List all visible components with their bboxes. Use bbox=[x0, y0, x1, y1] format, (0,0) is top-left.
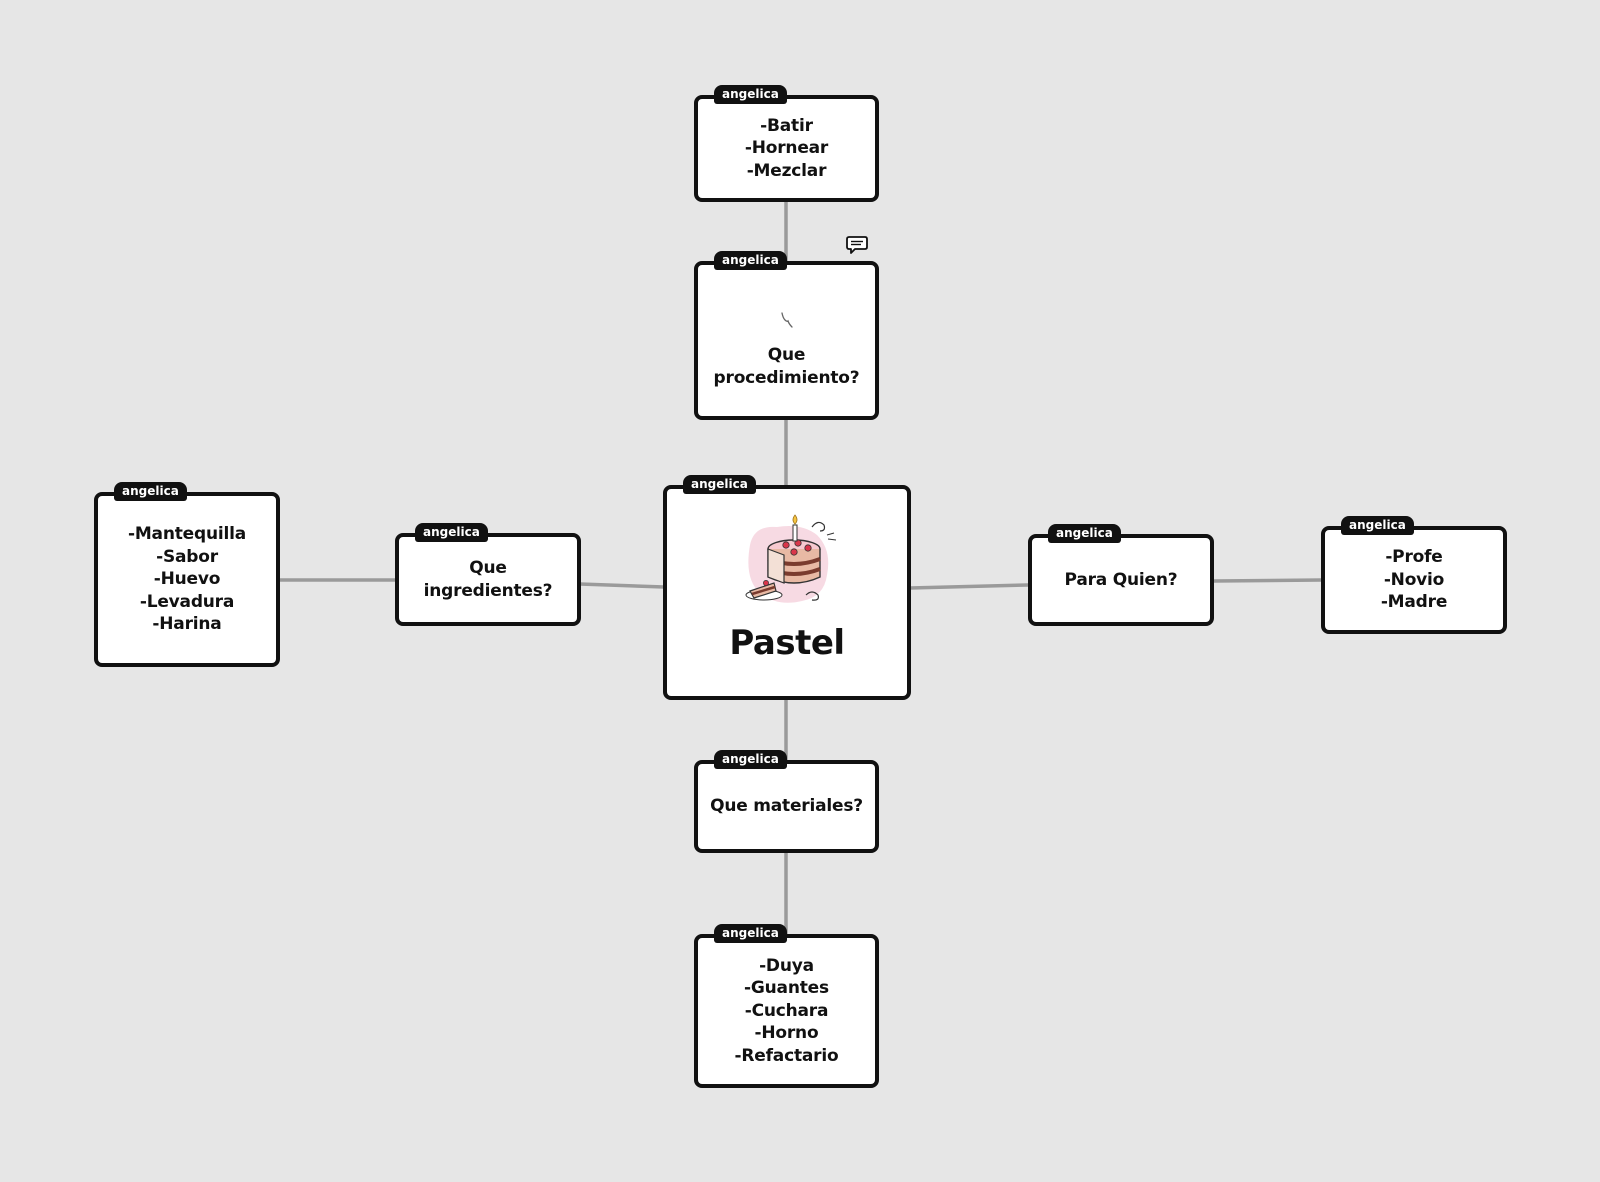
author-tag: angelica bbox=[114, 482, 187, 501]
node-ingredients-items[interactable]: angelica -Mantequilla -Sabor -Huevo -Lev… bbox=[94, 482, 280, 667]
pen-squiggle-icon bbox=[780, 312, 793, 328]
node-text: -Duya -Guantes -Cuchara -Horno -Refactar… bbox=[734, 955, 839, 1066]
connector-center-ingredients bbox=[578, 582, 666, 589]
node-text: Que procedimiento? bbox=[713, 345, 860, 388]
node-text: -Profe -Novio -Madre bbox=[1380, 547, 1448, 613]
node-procedure-items[interactable]: angelica -Batir -Hornear -Mezclar bbox=[694, 85, 879, 202]
author-tag: angelica bbox=[714, 924, 787, 943]
author-tag: angelica bbox=[1048, 524, 1121, 543]
author-tag: angelica bbox=[415, 523, 488, 542]
node-materials-items[interactable]: angelica -Duya -Guantes -Cuchara -Horno … bbox=[694, 924, 879, 1088]
node-text: Para Quien? bbox=[1064, 569, 1178, 590]
node-text: Que ingredientes? bbox=[423, 558, 553, 601]
node-text: Que materiales? bbox=[710, 796, 863, 817]
node-procedure[interactable]: angelica Que procedimiento? bbox=[694, 251, 879, 420]
connector-for-whom-items bbox=[1212, 578, 1324, 583]
author-tag: angelica bbox=[714, 85, 787, 104]
node-center-pastel[interactable]: angelica bbox=[663, 475, 911, 700]
cake-slice-icon bbox=[745, 514, 837, 603]
node-ingredients[interactable]: angelica Que ingredientes? bbox=[395, 523, 581, 626]
node-materials[interactable]: angelica Que materiales? bbox=[694, 750, 879, 853]
author-tag: angelica bbox=[714, 750, 787, 769]
node-text: -Batir -Hornear -Mezclar bbox=[744, 115, 829, 181]
author-tag: angelica bbox=[683, 475, 756, 494]
comment-bubble-icon[interactable] bbox=[845, 235, 869, 257]
node-title: Pastel bbox=[729, 623, 845, 663]
connector-center-for-whom bbox=[908, 583, 1030, 590]
node-text: -Mantequilla -Sabor -Huevo -Levadura -Ha… bbox=[127, 524, 247, 635]
node-for-whom-items[interactable]: angelica -Profe -Novio -Madre bbox=[1321, 516, 1507, 634]
author-tag: angelica bbox=[714, 251, 787, 270]
author-tag: angelica bbox=[1341, 516, 1414, 535]
node-for-whom[interactable]: angelica Para Quien? bbox=[1028, 524, 1214, 626]
